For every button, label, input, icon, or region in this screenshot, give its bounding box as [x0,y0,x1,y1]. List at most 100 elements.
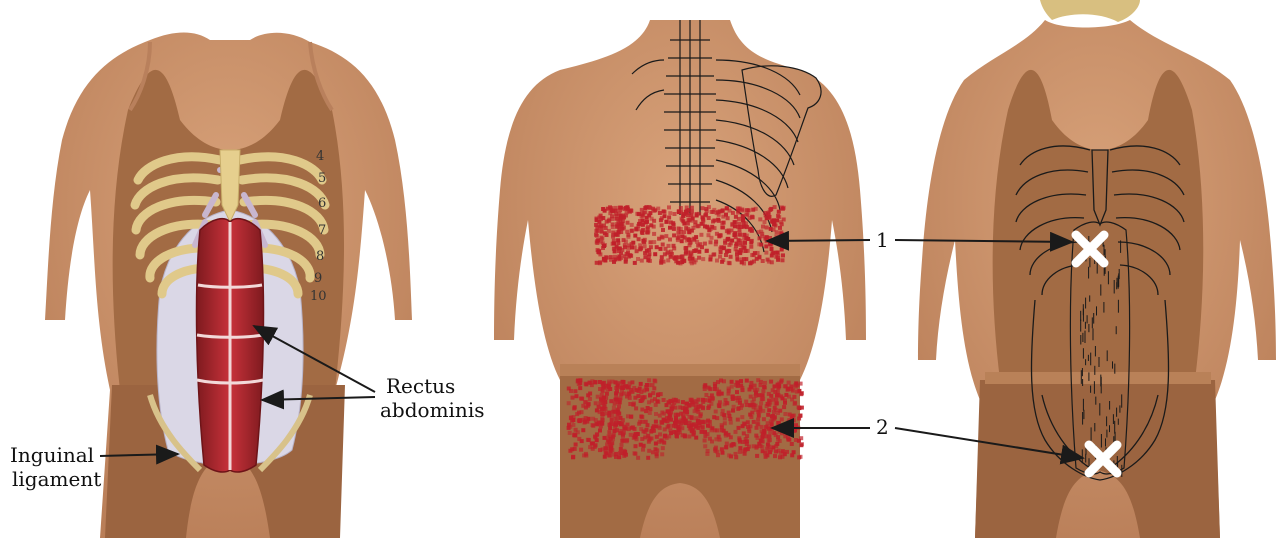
pain-dot [619,225,623,229]
inguinal-ligament-label-line1: Inguinal [10,443,94,467]
pain-dot [759,444,763,448]
pain-dot [711,253,715,257]
pain-dot [638,219,642,223]
pain-dot [663,214,667,218]
pain-dot [761,393,765,397]
pain-dot [601,246,605,250]
pain-dot [734,244,738,248]
pain-dot [716,210,720,214]
pain-dot [738,438,742,442]
pain-dot [594,229,598,233]
pain-dot [604,451,608,455]
pain-dot [770,422,774,426]
pain-dot [674,406,678,410]
pain-dot [672,233,676,237]
pain-dot [571,455,575,459]
pain-dot [625,230,629,234]
pain-dot [605,392,609,396]
pain-dot [741,214,745,218]
pain-dot [734,215,738,219]
pain-dot [738,450,742,454]
pain-dot [636,394,640,398]
pain-dot [602,396,606,400]
pain-dot [659,420,663,424]
pain-dot [778,409,782,413]
pain-dot [629,209,633,213]
pain-dot [774,450,778,454]
pain-dot [676,431,680,435]
pain-dot [688,421,692,425]
pain-dot [733,232,737,236]
pain-dot [778,455,782,459]
pain-dot [712,415,716,419]
pain-dot [690,206,694,210]
pain-dot [775,394,779,398]
pain-dot [768,236,772,240]
pain-dot [728,261,732,265]
pain-dot [774,255,778,259]
pain-dot [614,386,618,390]
pain-dot [716,392,720,396]
pain-dot [721,451,725,455]
pain-dot [646,423,650,427]
pain-dot [619,447,623,451]
pain-dot [686,213,690,217]
pain-dot [701,257,705,261]
pain-dot [626,221,630,225]
pain-dot [600,407,604,411]
pain-dot [633,434,637,438]
pain-dot [749,415,753,419]
pain-dot [595,433,599,437]
pain-dot [667,216,671,220]
pain-dot [768,430,772,434]
pain-dot [788,413,792,417]
pain-dot [773,406,777,410]
pain-dot [643,435,647,439]
pain-dot [573,432,577,436]
pain-dot [574,443,578,447]
pain-dot [777,381,781,385]
pain-dot [661,236,665,240]
pain-dot [714,410,718,414]
pain-dot [766,258,770,262]
pain-dot [721,258,725,262]
pain-dot [605,233,609,237]
rib-number-4: 4 [316,149,324,164]
rib-number-7: 7 [318,223,326,238]
pain-dot [701,218,705,222]
pain-dot [674,398,678,402]
pain-dot [755,454,759,458]
pain-dot [708,258,712,262]
pain-dot [789,387,793,391]
pain-dot [666,258,670,262]
pain-dot [622,431,626,435]
pain-dot [615,217,619,221]
pain-dot [595,239,599,243]
pain-dot [761,434,765,438]
pain-dot [705,249,709,253]
pain-dot [740,260,744,264]
pain-dot [764,251,768,255]
pain-dot [621,435,625,439]
pain-dot [626,392,630,396]
pain-dot [682,259,686,263]
pain-dot [778,226,782,230]
pain-dot [639,390,643,394]
waistband-front-3 [985,372,1211,384]
pain-dot [768,438,772,442]
pain-dot [728,209,732,213]
pain-dot [697,212,701,216]
pain-dot [749,385,753,389]
pain-dot [636,456,640,460]
pain-dot [648,259,652,263]
pain-dot [695,402,699,406]
pain-dot [699,233,703,237]
pain-dot [734,430,738,434]
pain-dot [720,447,724,451]
rib-number-8: 8 [316,249,324,264]
pain-dot [634,406,638,410]
pain-dot [679,227,683,231]
pain-dot [573,389,577,393]
pain-dot [738,251,742,255]
pain-dot [742,431,746,435]
